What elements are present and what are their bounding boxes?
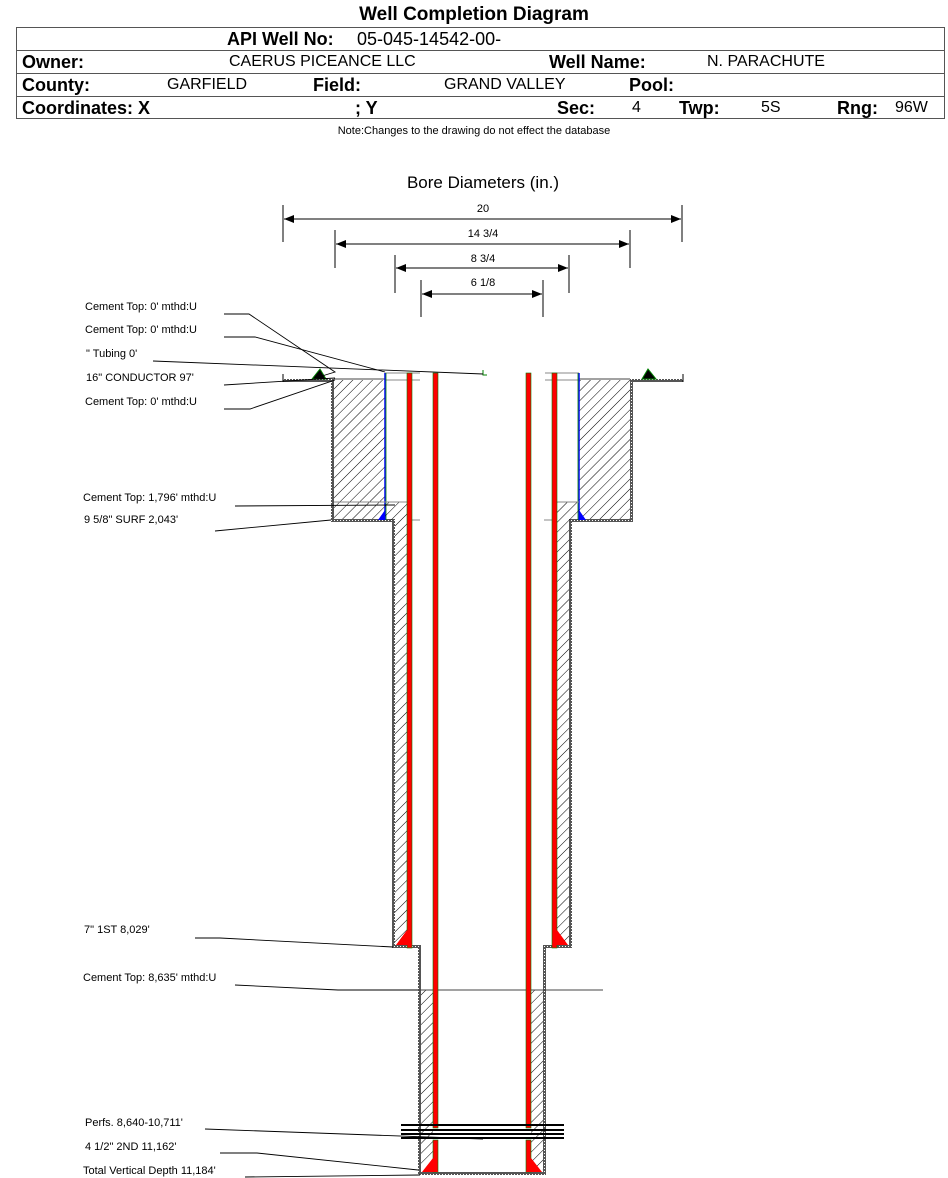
leader-lines [152, 313, 484, 1178]
wellhead-marker-left [310, 368, 327, 380]
callout-conductor: 16" CONDUCTOR 97' [86, 372, 194, 384]
diagram-title: Well Completion Diagram [359, 4, 589, 25]
bore-label-14-3-4: 14 3/4 [468, 228, 499, 240]
sec-value: 4 [632, 99, 641, 116]
production-hole [360, 945, 603, 1175]
callout-labels: Cement Top: 0' mthd:U Cement Top: 0' mth… [83, 301, 216, 1177]
bore-label-6-1-8: 6 1/8 [471, 277, 495, 289]
surface-casing-9-5-8 [396, 372, 568, 949]
sec-label: Sec: [557, 98, 596, 118]
callout-cement-top-8635: Cement Top: 8,635' mthd:U [83, 972, 216, 984]
callout-tubing: " Tubing 0' [86, 348, 137, 360]
api-value: 05-045-14542-00- [357, 29, 502, 49]
field-label: Field: [313, 75, 361, 95]
well-info-table: API Well No: 05-045-14542-00- Owner: CAE… [16, 27, 945, 119]
coordinates-row: Coordinates: X ; Y Sec: 4 Twp: 5S Rng: 9… [17, 97, 944, 120]
callout-surface-casing: 9 5/8" SURF 2,043' [84, 514, 178, 526]
database-note: Note:Changes to the drawing do not effec… [337, 125, 611, 137]
surface-line [282, 374, 684, 382]
rng-value: 96W [895, 99, 928, 116]
county-value: GARFIELD [167, 76, 248, 93]
owner-row: Owner: CAERUS PICEANCE LLC Well Name: N.… [17, 51, 944, 74]
coordinates-y-label: ; Y [355, 98, 378, 118]
callout-cement-top-0-a: Cement Top: 0' mthd:U [85, 301, 197, 313]
owner-label: Owner: [22, 52, 85, 72]
production-casing-4-1-2 [422, 372, 542, 1173]
perforations [401, 1124, 564, 1139]
well-name-label: Well Name: [549, 52, 646, 72]
county-row: County: GARFIELD Field: GRAND VALLEY Poo… [17, 74, 944, 97]
wellhead-marker-right [641, 368, 658, 380]
bore-label-8-3-4: 8 3/4 [471, 253, 495, 265]
callout-production-casing: 4 1/2" 2ND 11,162' [85, 1141, 176, 1153]
bore-diameters-title: Bore Diameters (in.) [407, 173, 559, 192]
bore-label-20: 20 [477, 203, 489, 215]
pool-label: Pool: [629, 75, 674, 95]
callout-intermediate-casing: 7" 1ST 8,029' [84, 924, 150, 936]
api-row: API Well No: 05-045-14542-00- [17, 28, 944, 51]
bore-dimension-8-3-4: 8 3/4 [394, 253, 570, 293]
conductor-casing [378, 373, 586, 520]
callout-cement-top-0-c: Cement Top: 0' mthd:U [85, 396, 197, 408]
rng-label: Rng: [837, 98, 878, 118]
bore-dimension-20: 20 [282, 203, 683, 242]
api-label: API Well No: [227, 29, 334, 49]
well-name-value: N. PARACHUTE [707, 53, 825, 70]
callout-cement-top-0-b: Cement Top: 0' mthd:U [85, 324, 197, 336]
callout-perfs: Perfs. 8,640-10,711' [85, 1117, 183, 1129]
field-value: GRAND VALLEY [444, 76, 566, 93]
callout-cement-top-1796: Cement Top: 1,796' mthd:U [83, 492, 216, 504]
county-label: County: [22, 75, 90, 95]
bore-dimension-14-3-4: 14 3/4 [334, 228, 631, 268]
owner-value: CAERUS PICEANCE LLC [229, 53, 416, 70]
bore-dimension-6-1-8: 6 1/8 [420, 277, 544, 317]
surface-cement [334, 501, 579, 948]
twp-label: Twp: [679, 98, 720, 118]
tubing-marker [482, 370, 487, 376]
conductor-cement [331, 380, 633, 522]
twp-value: 5S [761, 99, 781, 116]
callout-total-depth: Total Vertical Depth 11,184' [83, 1165, 216, 1177]
coordinates-x-label: Coordinates: X [22, 98, 151, 118]
